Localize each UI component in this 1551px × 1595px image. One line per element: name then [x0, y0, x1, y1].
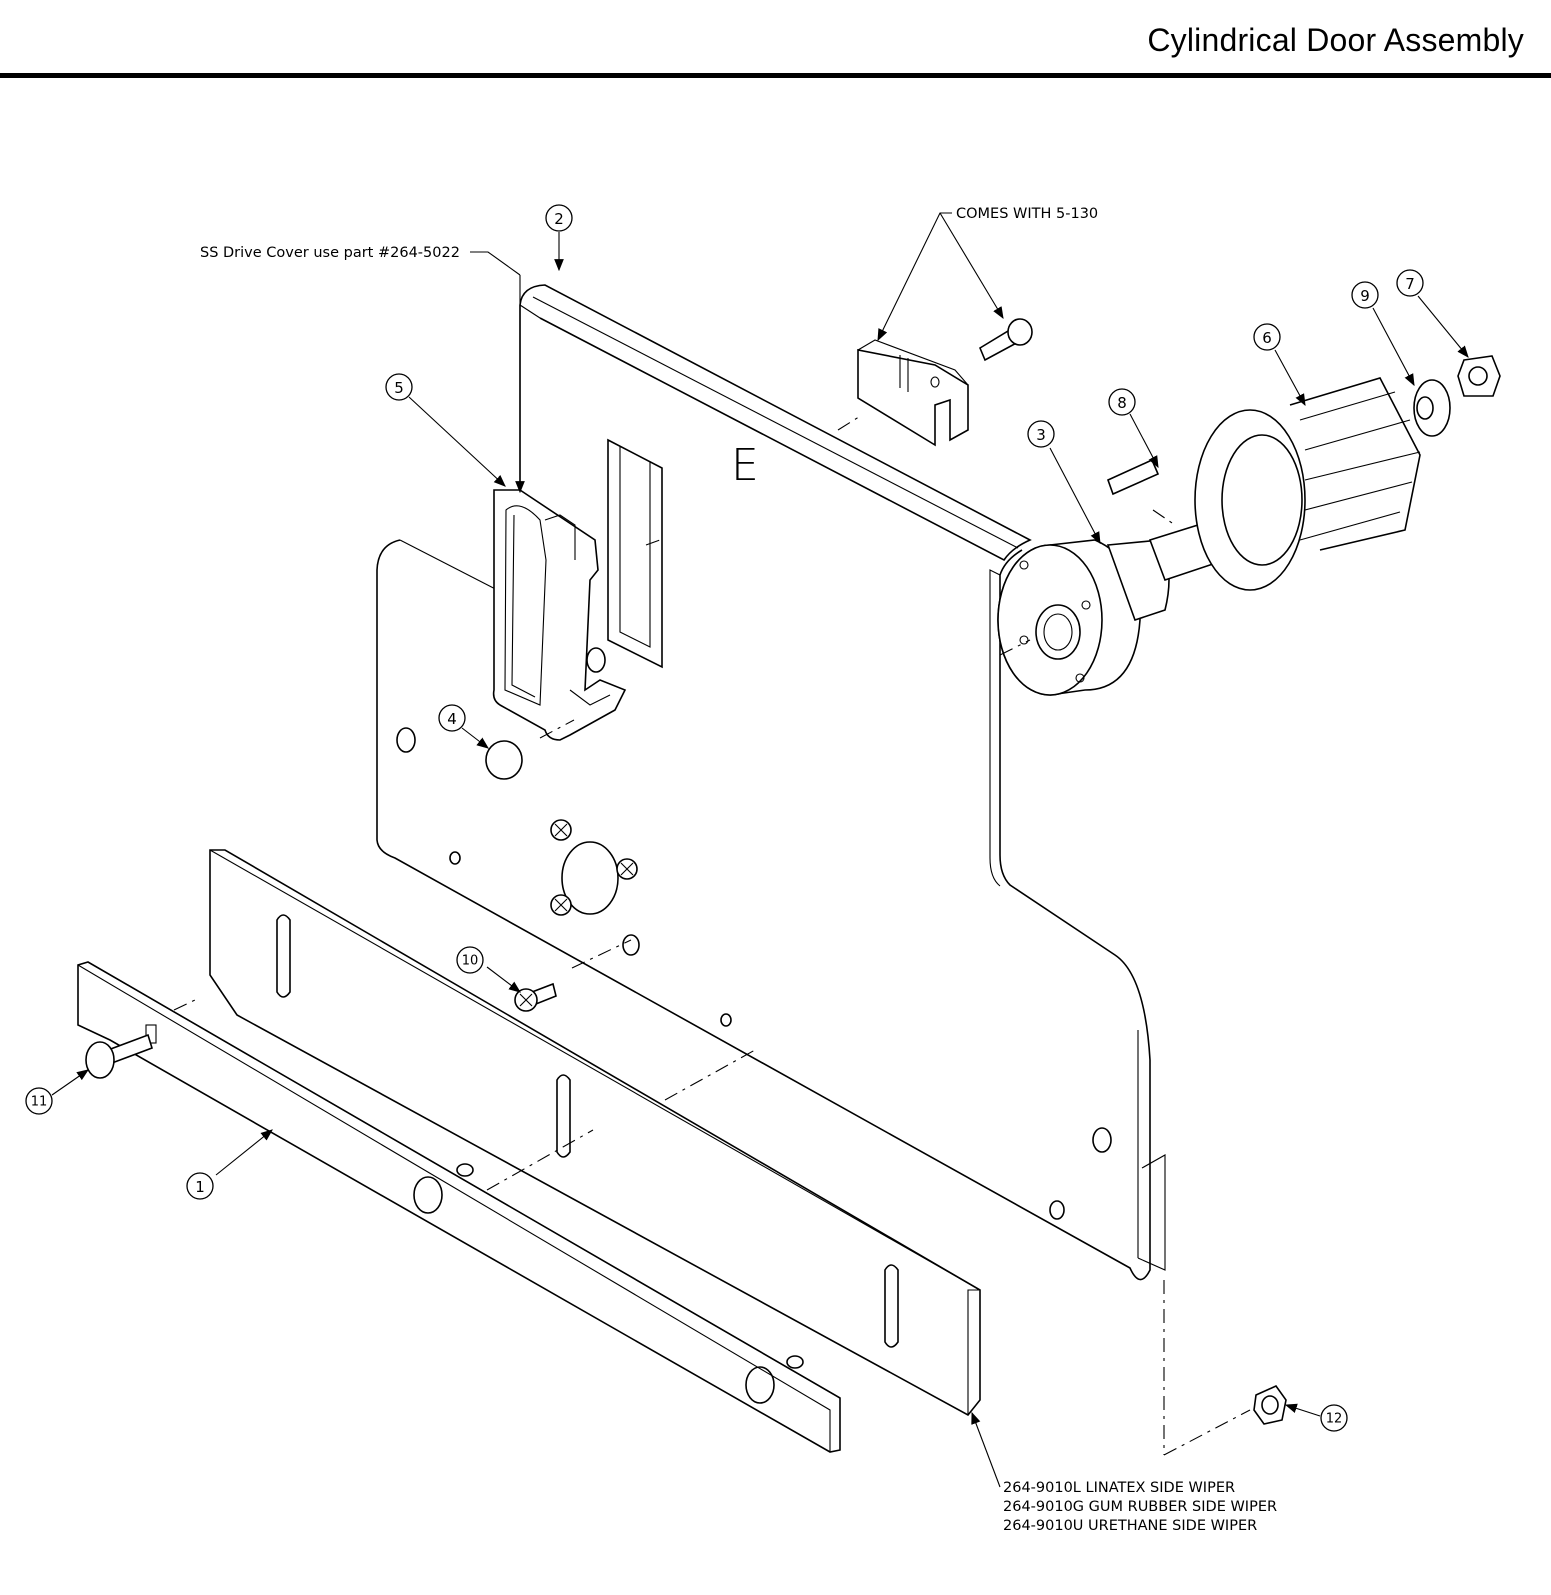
bar-hole: [745, 1366, 775, 1404]
callout-4: 4: [438, 704, 466, 732]
clamp-bar: [77, 961, 841, 1453]
panel-hole: [396, 727, 416, 753]
panel-marking: E: [731, 440, 759, 491]
bar-hole: [413, 1176, 443, 1214]
panel-hole: [720, 1013, 732, 1027]
panel-hole: [1049, 1200, 1065, 1220]
panel-hole: [1092, 1127, 1112, 1153]
svg-text:6: 6: [1262, 329, 1272, 347]
leader-lines: [51, 212, 1469, 1488]
latch: [492, 489, 627, 741]
panel-hole: [586, 647, 606, 673]
comes-with-note: COMES WITH 5-130: [956, 206, 1098, 222]
svg-text:8: 8: [1117, 394, 1127, 412]
door-panel: E: [376, 284, 1166, 1281]
svg-text:4: 4: [447, 710, 457, 728]
flange-bearing: [1194, 377, 1421, 591]
callout-10: 10: [456, 946, 484, 974]
callout-8: 8: [1108, 388, 1136, 416]
callout-5: 5: [385, 373, 413, 401]
svg-text:7: 7: [1405, 275, 1415, 293]
svg-text:2: 2: [554, 210, 564, 228]
plug-part-4: [485, 740, 523, 780]
svg-text:12: 12: [1326, 1412, 1343, 1427]
panel-hole: [449, 851, 461, 865]
callout-9: 9: [1351, 281, 1379, 309]
bracket-bolt: [978, 318, 1033, 362]
center-lines: [173, 414, 1251, 1456]
callout-1: 1: [186, 1172, 214, 1200]
bracket: [857, 339, 969, 447]
callout-2: 2: [545, 204, 573, 232]
carriage-bolt-part-11: [85, 1033, 153, 1079]
wiper-option-3: 264-9010U URETHANE SIDE WIPER: [1003, 1518, 1257, 1534]
callout-11: 11: [25, 1087, 53, 1115]
svg-text:10: 10: [462, 954, 479, 969]
svg-text:5: 5: [394, 379, 404, 397]
svg-text:11: 11: [31, 1095, 48, 1110]
title-rule: [0, 73, 1551, 78]
nut-part-12: [1253, 1385, 1287, 1425]
svg-text:1: 1: [195, 1178, 205, 1196]
nut-part-7: [1457, 355, 1501, 397]
wiper-option-1: 264-9010L LINATEX SIDE WIPER: [1003, 1480, 1235, 1496]
page-title: Cylindrical Door Assembly: [1147, 22, 1524, 58]
screw-part-10: [514, 982, 557, 1012]
washer-part-9: [1413, 379, 1451, 437]
bar-hole: [456, 1163, 474, 1177]
drive-hub: [997, 514, 1235, 696]
screw-icon: [550, 819, 638, 916]
callout-6: 6: [1253, 323, 1281, 351]
pin-part-8: [1106, 458, 1160, 496]
svg-text:9: 9: [1360, 287, 1370, 305]
panel-hole: [622, 934, 640, 956]
callout-12: 12: [1320, 1404, 1348, 1432]
panel-center-hole: [561, 841, 619, 915]
svg-text:3: 3: [1036, 426, 1046, 444]
bar-hole: [786, 1355, 804, 1369]
callout-7: 7: [1396, 269, 1424, 297]
drive-cover-note: SS Drive Cover use part #264-5022: [200, 245, 460, 261]
wiper-option-2: 264-9010G GUM RUBBER SIDE WIPER: [1003, 1499, 1277, 1515]
side-wiper: [209, 849, 981, 1417]
callout-3: 3: [1027, 420, 1055, 448]
